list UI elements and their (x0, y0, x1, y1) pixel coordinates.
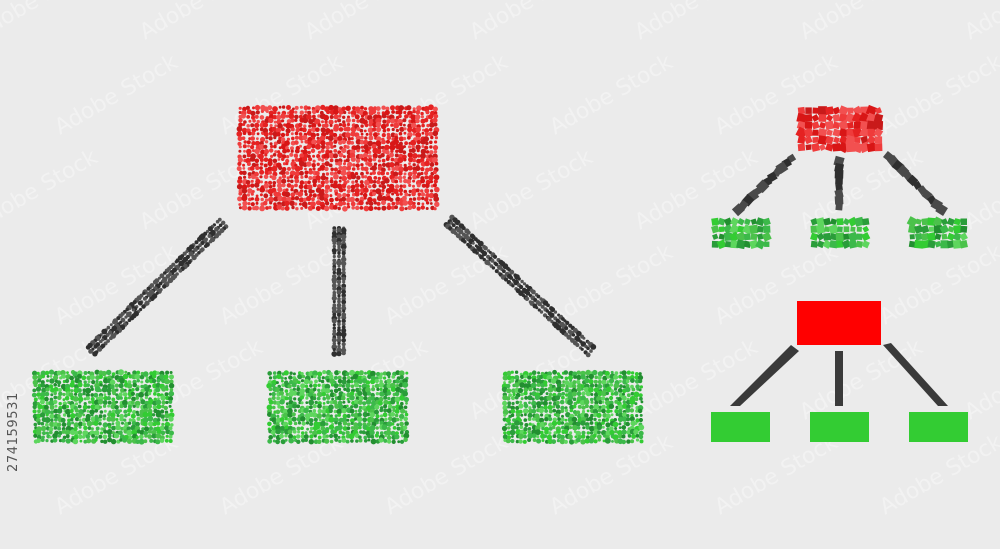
svg-text:Adobe Stock: Adobe Stock (546, 240, 678, 331)
svg-text:Adobe Stock: Adobe Stock (466, 0, 598, 45)
svg-text:Adobe Stock: Adobe Stock (381, 430, 513, 521)
svg-text:Adobe Stock: Adobe Stock (301, 0, 433, 45)
svg-text:Adobe Stock: Adobe Stock (0, 0, 102, 45)
svg-text:Adobe Stock: Adobe Stock (136, 0, 268, 45)
connector-right (443, 214, 597, 358)
child-node-right (501, 369, 645, 445)
hierarchy-icon-solid (711, 301, 968, 442)
hierarchy-icon-mosaic (711, 104, 968, 250)
child-node-right (906, 216, 968, 249)
connector-right (883, 343, 948, 406)
root-node (795, 104, 884, 154)
svg-text:Adobe Stock: Adobe Stock (631, 335, 763, 426)
child-node-center (810, 216, 871, 249)
hierarchy-icon-dotted (31, 104, 645, 445)
svg-text:Adobe Stock: Adobe Stock (961, 0, 1000, 45)
svg-text:Adobe Stock: Adobe Stock (876, 430, 1000, 521)
svg-text:Adobe Stock: Adobe Stock (631, 0, 763, 45)
svg-text:Adobe Stock: Adobe Stock (961, 335, 1000, 426)
svg-text:Adobe Stock: Adobe Stock (876, 240, 1000, 331)
stock-id-label: 274159531 (6, 392, 21, 472)
svg-text:Adobe Stock: Adobe Stock (796, 0, 928, 45)
connector-left (85, 217, 229, 357)
svg-text:Adobe Stock: Adobe Stock (711, 430, 843, 521)
connector-center (331, 226, 347, 357)
svg-text:Adobe Stock: Adobe Stock (51, 50, 183, 141)
connector-left (731, 153, 797, 217)
child-node-left (711, 412, 770, 442)
svg-text:Adobe Stock: Adobe Stock (876, 50, 1000, 141)
child-node-left (711, 217, 772, 250)
root-node (236, 104, 440, 212)
svg-text:Adobe Stock: Adobe Stock (216, 240, 348, 331)
svg-text:Adobe Stock: Adobe Stock (51, 240, 183, 331)
child-node-center (810, 412, 869, 442)
connector-center (835, 351, 843, 406)
connector-right (882, 151, 948, 216)
svg-text:Adobe Stock: Adobe Stock (466, 145, 598, 236)
child-node-center (266, 369, 410, 445)
child-node-right (909, 412, 968, 442)
connector-left (730, 345, 799, 406)
svg-text:Adobe Stock: Adobe Stock (796, 335, 928, 426)
root-node (797, 301, 881, 345)
svg-text:Adobe Stock: Adobe Stock (381, 50, 513, 141)
svg-text:Adobe Stock: Adobe Stock (546, 50, 678, 141)
svg-text:Adobe Stock: Adobe Stock (51, 430, 183, 521)
svg-text:Adobe Stock: Adobe Stock (0, 145, 102, 236)
connector-center (833, 155, 845, 211)
child-node-left (31, 369, 175, 445)
